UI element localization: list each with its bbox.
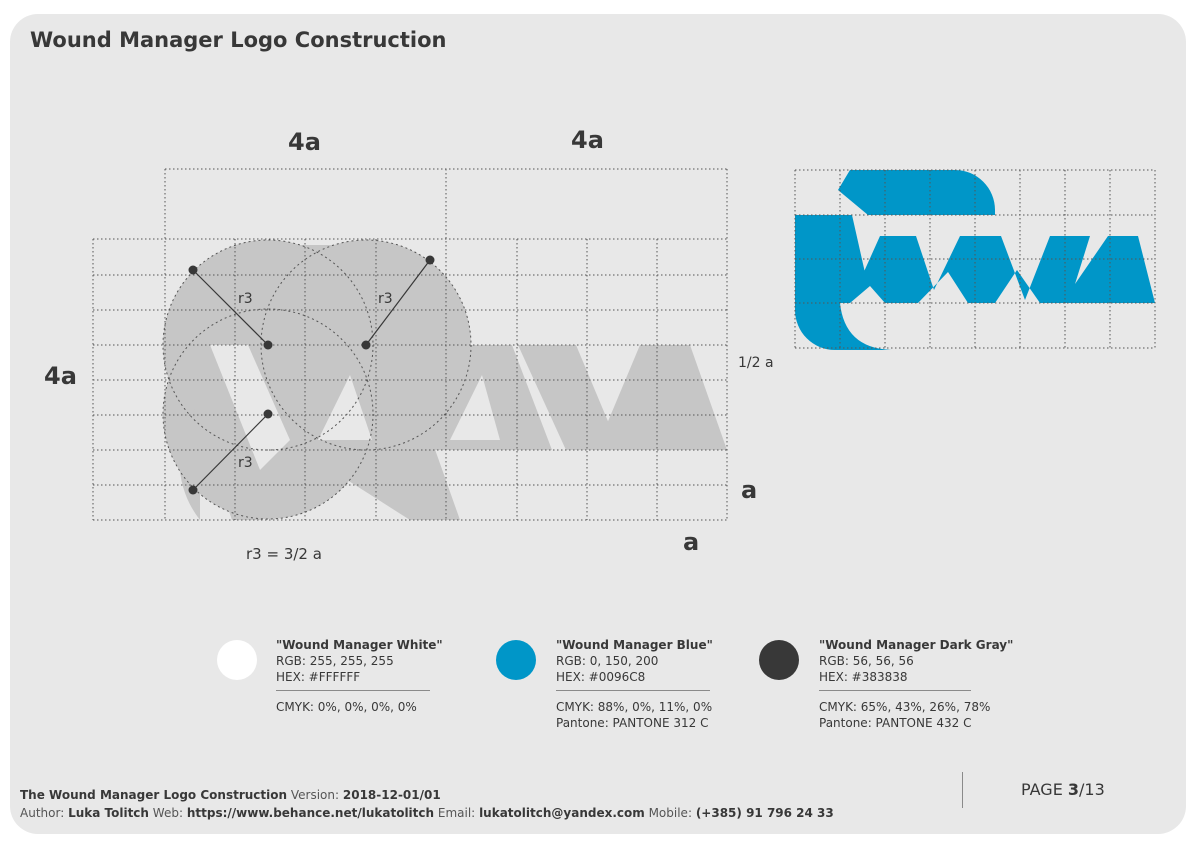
footer-email-link[interactable]: lukatolitch@yandex.com bbox=[479, 806, 645, 820]
dimension-half-a: 1/2 a bbox=[738, 355, 774, 371]
swatch-white-hex: HEX: #FFFFFF bbox=[276, 670, 361, 684]
footer-mobile: (+385) 91 796 24 33 bbox=[695, 806, 834, 820]
dimension-bottom-a: a bbox=[683, 528, 700, 556]
swatch-blue-hex: HEX: #0096C8 bbox=[556, 670, 646, 684]
radius-label-2: r3 bbox=[378, 291, 393, 307]
construction-logo-stroke-5 bbox=[596, 345, 727, 450]
radius-point bbox=[188, 265, 198, 275]
circle-outline-top-left bbox=[162, 239, 374, 451]
construction-cutout-1 bbox=[210, 345, 290, 470]
footer-mobile-label: Mobile: bbox=[648, 806, 692, 820]
radius-point bbox=[263, 340, 273, 350]
footer-doc-title: The Wound Manager Logo Construction bbox=[20, 788, 288, 802]
swatch-dark-gray-dot bbox=[759, 640, 799, 680]
footer-email-label: Email: bbox=[437, 806, 476, 820]
swatch-dark-gray-name: "Wound Manager Dark Gray" bbox=[819, 638, 1014, 652]
footer-line-2: Author: Luka Tolitch Web: https://www.be… bbox=[20, 806, 834, 820]
page-total: /13 bbox=[1079, 780, 1105, 799]
page-number: PAGE 3/13 bbox=[1021, 780, 1105, 799]
footer-version-label: Version: bbox=[290, 788, 340, 802]
construction-logo-cutouts bbox=[210, 345, 500, 470]
circle-outline-top-right bbox=[260, 239, 472, 451]
blue-logo-preview bbox=[794, 169, 1156, 350]
radius-point bbox=[263, 409, 273, 419]
construction-logo-stroke-4 bbox=[518, 345, 620, 450]
footer-version: 2018-12-01/01 bbox=[342, 788, 441, 802]
dimension-right-a: a bbox=[741, 476, 758, 504]
swatch-white-rule bbox=[276, 690, 430, 691]
swatch-white-cmyk: CMYK: 0%, 0%, 0%, 0% bbox=[276, 700, 417, 714]
construction-circle-outlines bbox=[162, 239, 472, 520]
radius-point bbox=[188, 485, 198, 495]
radius-label-1: r3 bbox=[238, 291, 253, 307]
swatch-dark-gray-cmyk: CMYK: 65%, 43%, 26%, 78% bbox=[819, 700, 991, 714]
radius-lines bbox=[192, 259, 431, 491]
circle-outline-bottom bbox=[162, 308, 374, 520]
radius-line-1 bbox=[192, 269, 269, 346]
radius-line-3 bbox=[192, 413, 269, 491]
page-title: Wound Manager Logo Construction bbox=[30, 28, 447, 52]
construction-logo-stroke-1 bbox=[165, 323, 296, 520]
swatch-dark-gray-hex: HEX: #383838 bbox=[819, 670, 908, 684]
page-current: 3 bbox=[1067, 780, 1080, 799]
swatch-blue-name: "Wound Manager Blue" bbox=[556, 638, 713, 652]
swatch-white-name: "Wound Manager White" bbox=[276, 638, 443, 652]
radius-point bbox=[361, 340, 371, 350]
footer-web-link[interactable]: https://www.behance.net/lukatolitch bbox=[186, 806, 435, 820]
radius-label-3: r3 bbox=[238, 455, 253, 471]
footer-line-1: The Wound Manager Logo Construction Vers… bbox=[20, 788, 441, 802]
radius-points bbox=[188, 255, 435, 495]
footer-web-label: Web: bbox=[152, 806, 184, 820]
construction-cutout-3 bbox=[450, 375, 500, 440]
radius-line-2 bbox=[365, 259, 431, 346]
swatch-blue-pantone: Pantone: PANTONE 312 C bbox=[556, 716, 709, 730]
blue-logo-grid bbox=[794, 169, 1156, 349]
footer-author-label: Author: bbox=[20, 806, 65, 820]
swatch-blue-rgb: RGB: 0, 150, 200 bbox=[556, 654, 659, 668]
radius-formula: r3 = 3/2 a bbox=[246, 545, 322, 563]
swatch-blue-dot bbox=[496, 640, 536, 680]
page-label: PAGE bbox=[1021, 780, 1063, 799]
swatch-white-dot bbox=[217, 640, 257, 680]
construction-logo-stroke-3 bbox=[376, 345, 552, 450]
swatch-blue-rule bbox=[556, 690, 710, 691]
footer-author: Luka Tolitch bbox=[68, 806, 149, 820]
swatch-white-rgb: RGB: 255, 255, 255 bbox=[276, 654, 394, 668]
swatch-dark-gray-rule bbox=[819, 690, 971, 691]
footer-divider bbox=[962, 772, 963, 808]
dimension-top-left: 4a bbox=[288, 128, 321, 156]
dimension-left: 4a bbox=[44, 362, 77, 390]
swatch-blue-cmyk: CMYK: 88%, 0%, 11%, 0% bbox=[556, 700, 713, 714]
construction-cutout-2 bbox=[318, 375, 372, 440]
construction-grid bbox=[92, 168, 728, 521]
construction-logo-stroke-2 bbox=[300, 345, 460, 520]
swatch-dark-gray-rgb: RGB: 56, 56, 56 bbox=[819, 654, 914, 668]
swatch-dark-gray-pantone: Pantone: PANTONE 432 C bbox=[819, 716, 972, 730]
dimension-top-right: 4a bbox=[571, 126, 604, 154]
radius-point bbox=[425, 255, 435, 265]
